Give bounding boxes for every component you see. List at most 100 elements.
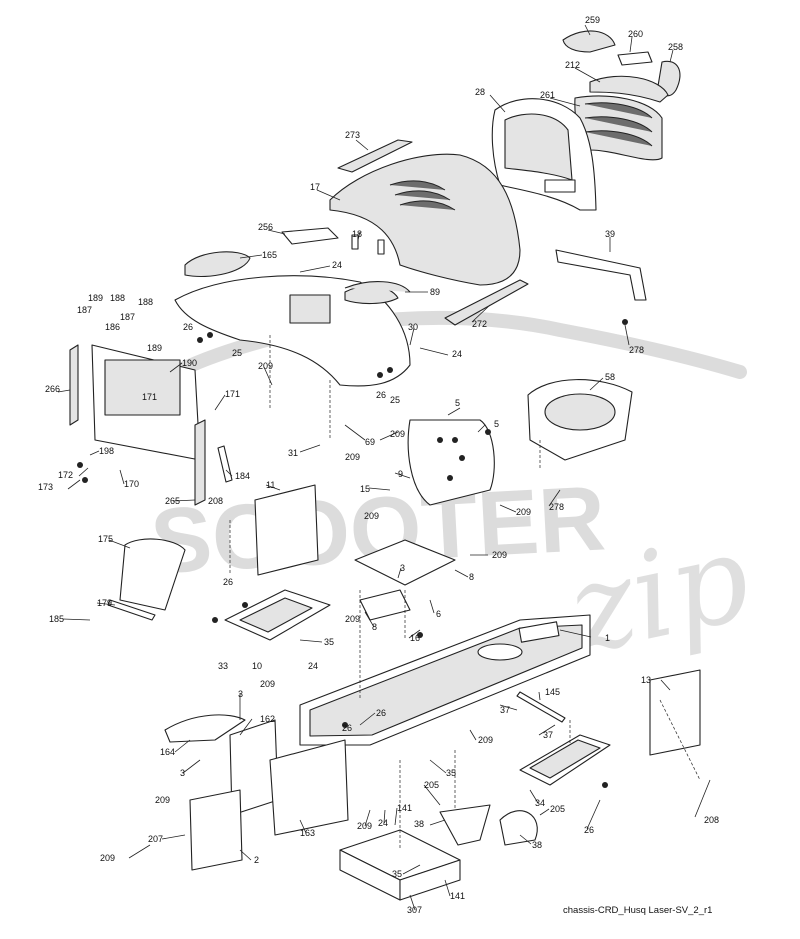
callout: 37 [543, 730, 553, 740]
callout: 3 [238, 689, 243, 699]
watermark-brand: SCOOTER [148, 467, 608, 593]
lower-left-parts [164, 714, 461, 901]
part-2-front-plate [189, 789, 243, 871]
callout: 3 [180, 768, 185, 778]
callout: 25 [390, 395, 400, 405]
callout: 209 [155, 795, 170, 805]
callout: 173 [38, 482, 53, 492]
callout: 8 [372, 622, 377, 632]
callout: 207 [148, 834, 163, 844]
callout: 13 [641, 675, 651, 685]
leader-lines [57, 24, 711, 911]
watermark: SCOOTER zip [148, 310, 761, 682]
part-266-side-rail [69, 344, 79, 426]
callout: 189 [147, 343, 162, 353]
callout: 24 [332, 260, 342, 270]
callout: 258 [668, 42, 683, 52]
callout: 198 [99, 446, 114, 456]
callout: 26 [223, 577, 233, 587]
part-273-air-scoop [337, 139, 413, 173]
callout: 273 [345, 130, 360, 140]
callout: 209 [364, 511, 379, 521]
part-175-cover [119, 538, 186, 611]
callout: 35 [324, 637, 334, 647]
callout: 38 [532, 840, 542, 850]
callout: 185 [49, 614, 64, 624]
callout: 26 [183, 322, 193, 332]
callout: 205 [550, 804, 565, 814]
callout: 9 [398, 469, 403, 479]
callout: 5 [494, 419, 499, 429]
callout: 16 [410, 633, 420, 643]
part-38-bracket-b [499, 810, 538, 846]
part-179-rod [107, 599, 156, 621]
part-38-bracket-a [439, 804, 491, 846]
callout: 162 [260, 714, 275, 724]
callout: 26 [376, 708, 386, 718]
fasteners [77, 319, 628, 788]
callout: 189 [88, 293, 103, 303]
callout: 190 [182, 358, 197, 368]
part-164-step [164, 714, 246, 743]
callout: 26 [376, 390, 386, 400]
callout: 209 [357, 821, 372, 831]
part-145-rod [516, 691, 566, 723]
callout: 24 [378, 818, 388, 828]
callout: 265 [165, 496, 180, 506]
part-fender-main [174, 275, 411, 387]
callout: 171 [142, 392, 157, 402]
callout: 2 [254, 855, 259, 865]
watermark-swoosh [163, 310, 747, 382]
part-39-bracket [555, 249, 647, 301]
dash-bracket [407, 379, 633, 506]
part-212-grille-top [589, 75, 669, 103]
callout: 209 [492, 550, 507, 560]
part-256-panel [281, 227, 339, 245]
hood-assembly [281, 139, 521, 286]
callout: 163 [300, 828, 315, 838]
part-89-pedal-pad [344, 281, 411, 293]
assembly-guides [229, 335, 701, 850]
callout: 278 [549, 502, 564, 512]
callout: 10 [252, 661, 262, 671]
callout: 24 [308, 661, 318, 671]
callout: 8 [469, 572, 474, 582]
callout: 18 [352, 229, 362, 239]
part-259-cap [562, 30, 616, 53]
callout: 209 [258, 361, 273, 371]
callout: 164 [160, 747, 175, 757]
callout: 184 [235, 471, 250, 481]
callout: 69 [365, 437, 375, 447]
part-9-bracket [407, 419, 495, 506]
callout: 209 [390, 429, 405, 439]
main-frame [299, 614, 701, 756]
callout: 33 [218, 661, 228, 671]
part-272-step [444, 279, 529, 326]
callout: 170 [124, 479, 139, 489]
callout: 39 [605, 229, 615, 239]
callout: 141 [397, 803, 412, 813]
callout: 278 [629, 345, 644, 355]
callout: 37 [500, 705, 510, 715]
lower-right-parts [439, 691, 611, 846]
callout: 188 [110, 293, 125, 303]
callout: 266 [45, 384, 60, 394]
part-13-rear-plate [649, 669, 701, 756]
callout: 261 [540, 90, 555, 100]
callout: 31 [288, 448, 298, 458]
callout: 208 [208, 496, 223, 506]
callout: 165 [262, 250, 277, 260]
callout: 187 [77, 305, 92, 315]
callout: 256 [258, 222, 273, 232]
callout: 186 [105, 322, 120, 332]
callout: 35 [392, 869, 402, 879]
callout: 209 [100, 853, 115, 863]
fender-assembly [174, 249, 647, 387]
callout: 58 [605, 372, 615, 382]
callout: 30 [408, 322, 418, 332]
callout: 307 [407, 905, 422, 915]
callout: 26 [584, 825, 594, 835]
left-panels [107, 484, 331, 641]
callout: 208 [704, 815, 719, 825]
